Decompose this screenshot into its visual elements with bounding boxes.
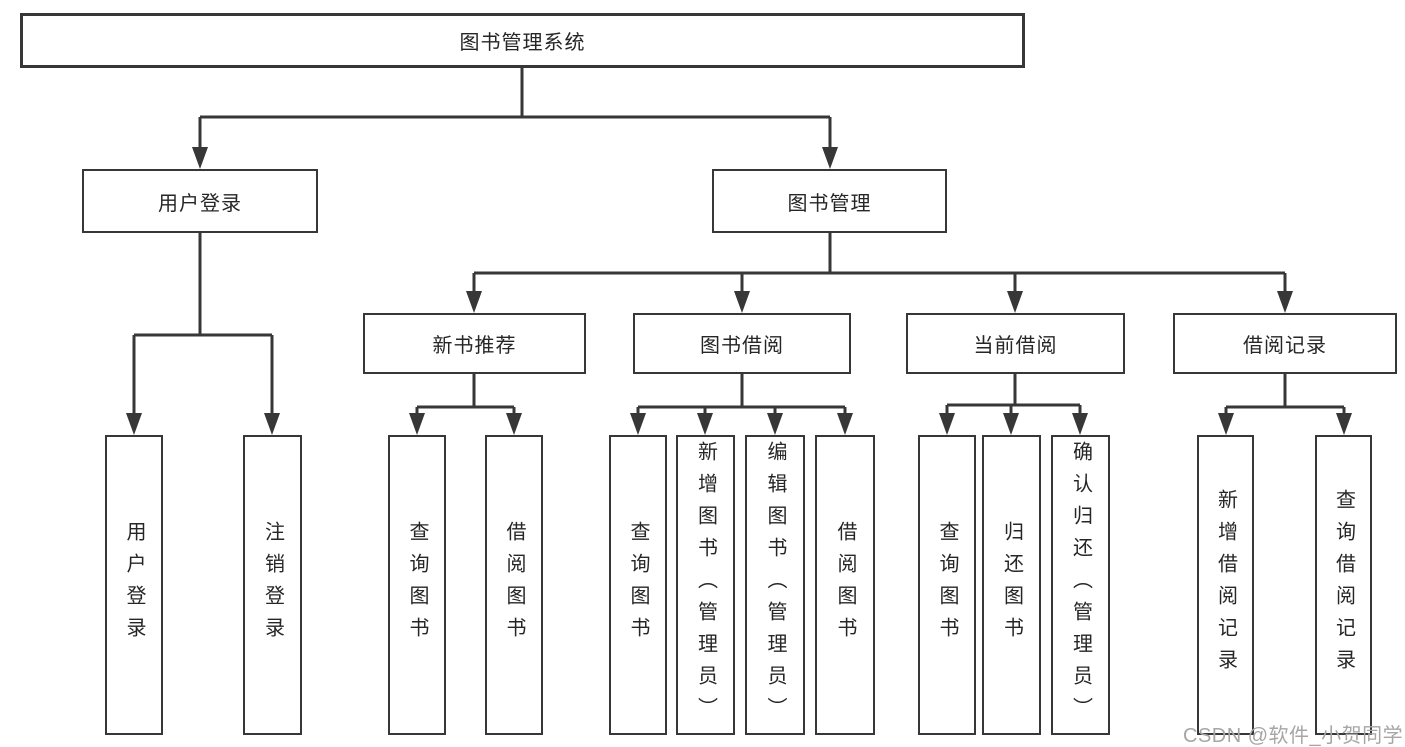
node-records-add-record: 新增借阅记录 (1197, 435, 1254, 735)
node-label: 借阅记录 (1243, 335, 1327, 357)
node-label: 查询图书 (936, 521, 958, 649)
node-borrow-borrow-books: 借阅图书 (815, 435, 875, 735)
node-library-management-system: 图书管理系统 (20, 13, 1025, 68)
node-label: 新增借阅记录 (1214, 489, 1237, 681)
csdn-watermark: CSDN @软件_小贺同学 (1183, 725, 1404, 747)
node-label: 查询借阅记录 (1332, 489, 1355, 681)
node-current-return-books: 归还图书 (982, 435, 1041, 735)
connector-recommend-to-children (415, 374, 516, 416)
node-label: 图书管理 (787, 192, 872, 215)
node-label: 借阅图书 (834, 521, 856, 649)
node-label: 图书管理系统 (459, 32, 586, 54)
node-label: 编辑图书（管理员） (764, 441, 786, 729)
node-borrow-add-books-admin: 新增图书（管理员） (676, 435, 735, 735)
node-label: 用户登录 (123, 521, 145, 649)
node-records-query-record: 查询借阅记录 (1315, 435, 1372, 735)
node-borrow-query-books: 查询图书 (609, 435, 667, 735)
node-recommend-query-books: 查询图书 (388, 435, 446, 735)
node-user-login: 用户登录 (82, 169, 318, 233)
node-label: 借阅图书 (503, 521, 525, 649)
node-label: 确认归还（管理员） (1069, 441, 1092, 729)
node-label: 新增图书（管理员） (694, 441, 717, 729)
node-book-management: 图书管理 (712, 169, 947, 233)
node-label: 注销登录 (261, 521, 284, 649)
node-login-user-login: 用户登录 (105, 435, 163, 735)
connector-current-to-children (945, 374, 1082, 416)
connector-root-to-level2 (198, 68, 832, 150)
node-label: 当前借阅 (973, 335, 1058, 357)
node-new-book-recommendation: 新书推荐 (363, 313, 586, 374)
connector-borrowing-to-children (636, 374, 847, 416)
node-label: 归还图书 (1000, 521, 1023, 649)
node-label: 查询图书 (627, 521, 649, 649)
node-current-confirm-return-admin: 确认归还（管理员） (1051, 435, 1110, 735)
node-label: 用户登录 (158, 192, 242, 215)
node-current-query-books: 查询图书 (918, 435, 976, 735)
connector-book-management-to-level3 (472, 233, 1287, 294)
node-current-borrowing: 当前借阅 (906, 313, 1125, 374)
node-label: 查询图书 (406, 521, 428, 649)
node-label: 新书推荐 (432, 335, 517, 357)
connector-records-to-children (1224, 374, 1346, 416)
arrowheads (126, 147, 1352, 435)
node-recommend-borrow-books: 借阅图书 (485, 435, 543, 735)
connector-user-login-to-children (132, 233, 274, 416)
node-login-logout: 注销登录 (243, 435, 302, 735)
node-borrow-edit-books-admin: 编辑图书（管理员） (745, 435, 805, 735)
node-label: 图书借阅 (700, 335, 784, 357)
node-borrowing-records: 借阅记录 (1173, 313, 1397, 374)
node-book-borrowing: 图书借阅 (633, 313, 851, 374)
